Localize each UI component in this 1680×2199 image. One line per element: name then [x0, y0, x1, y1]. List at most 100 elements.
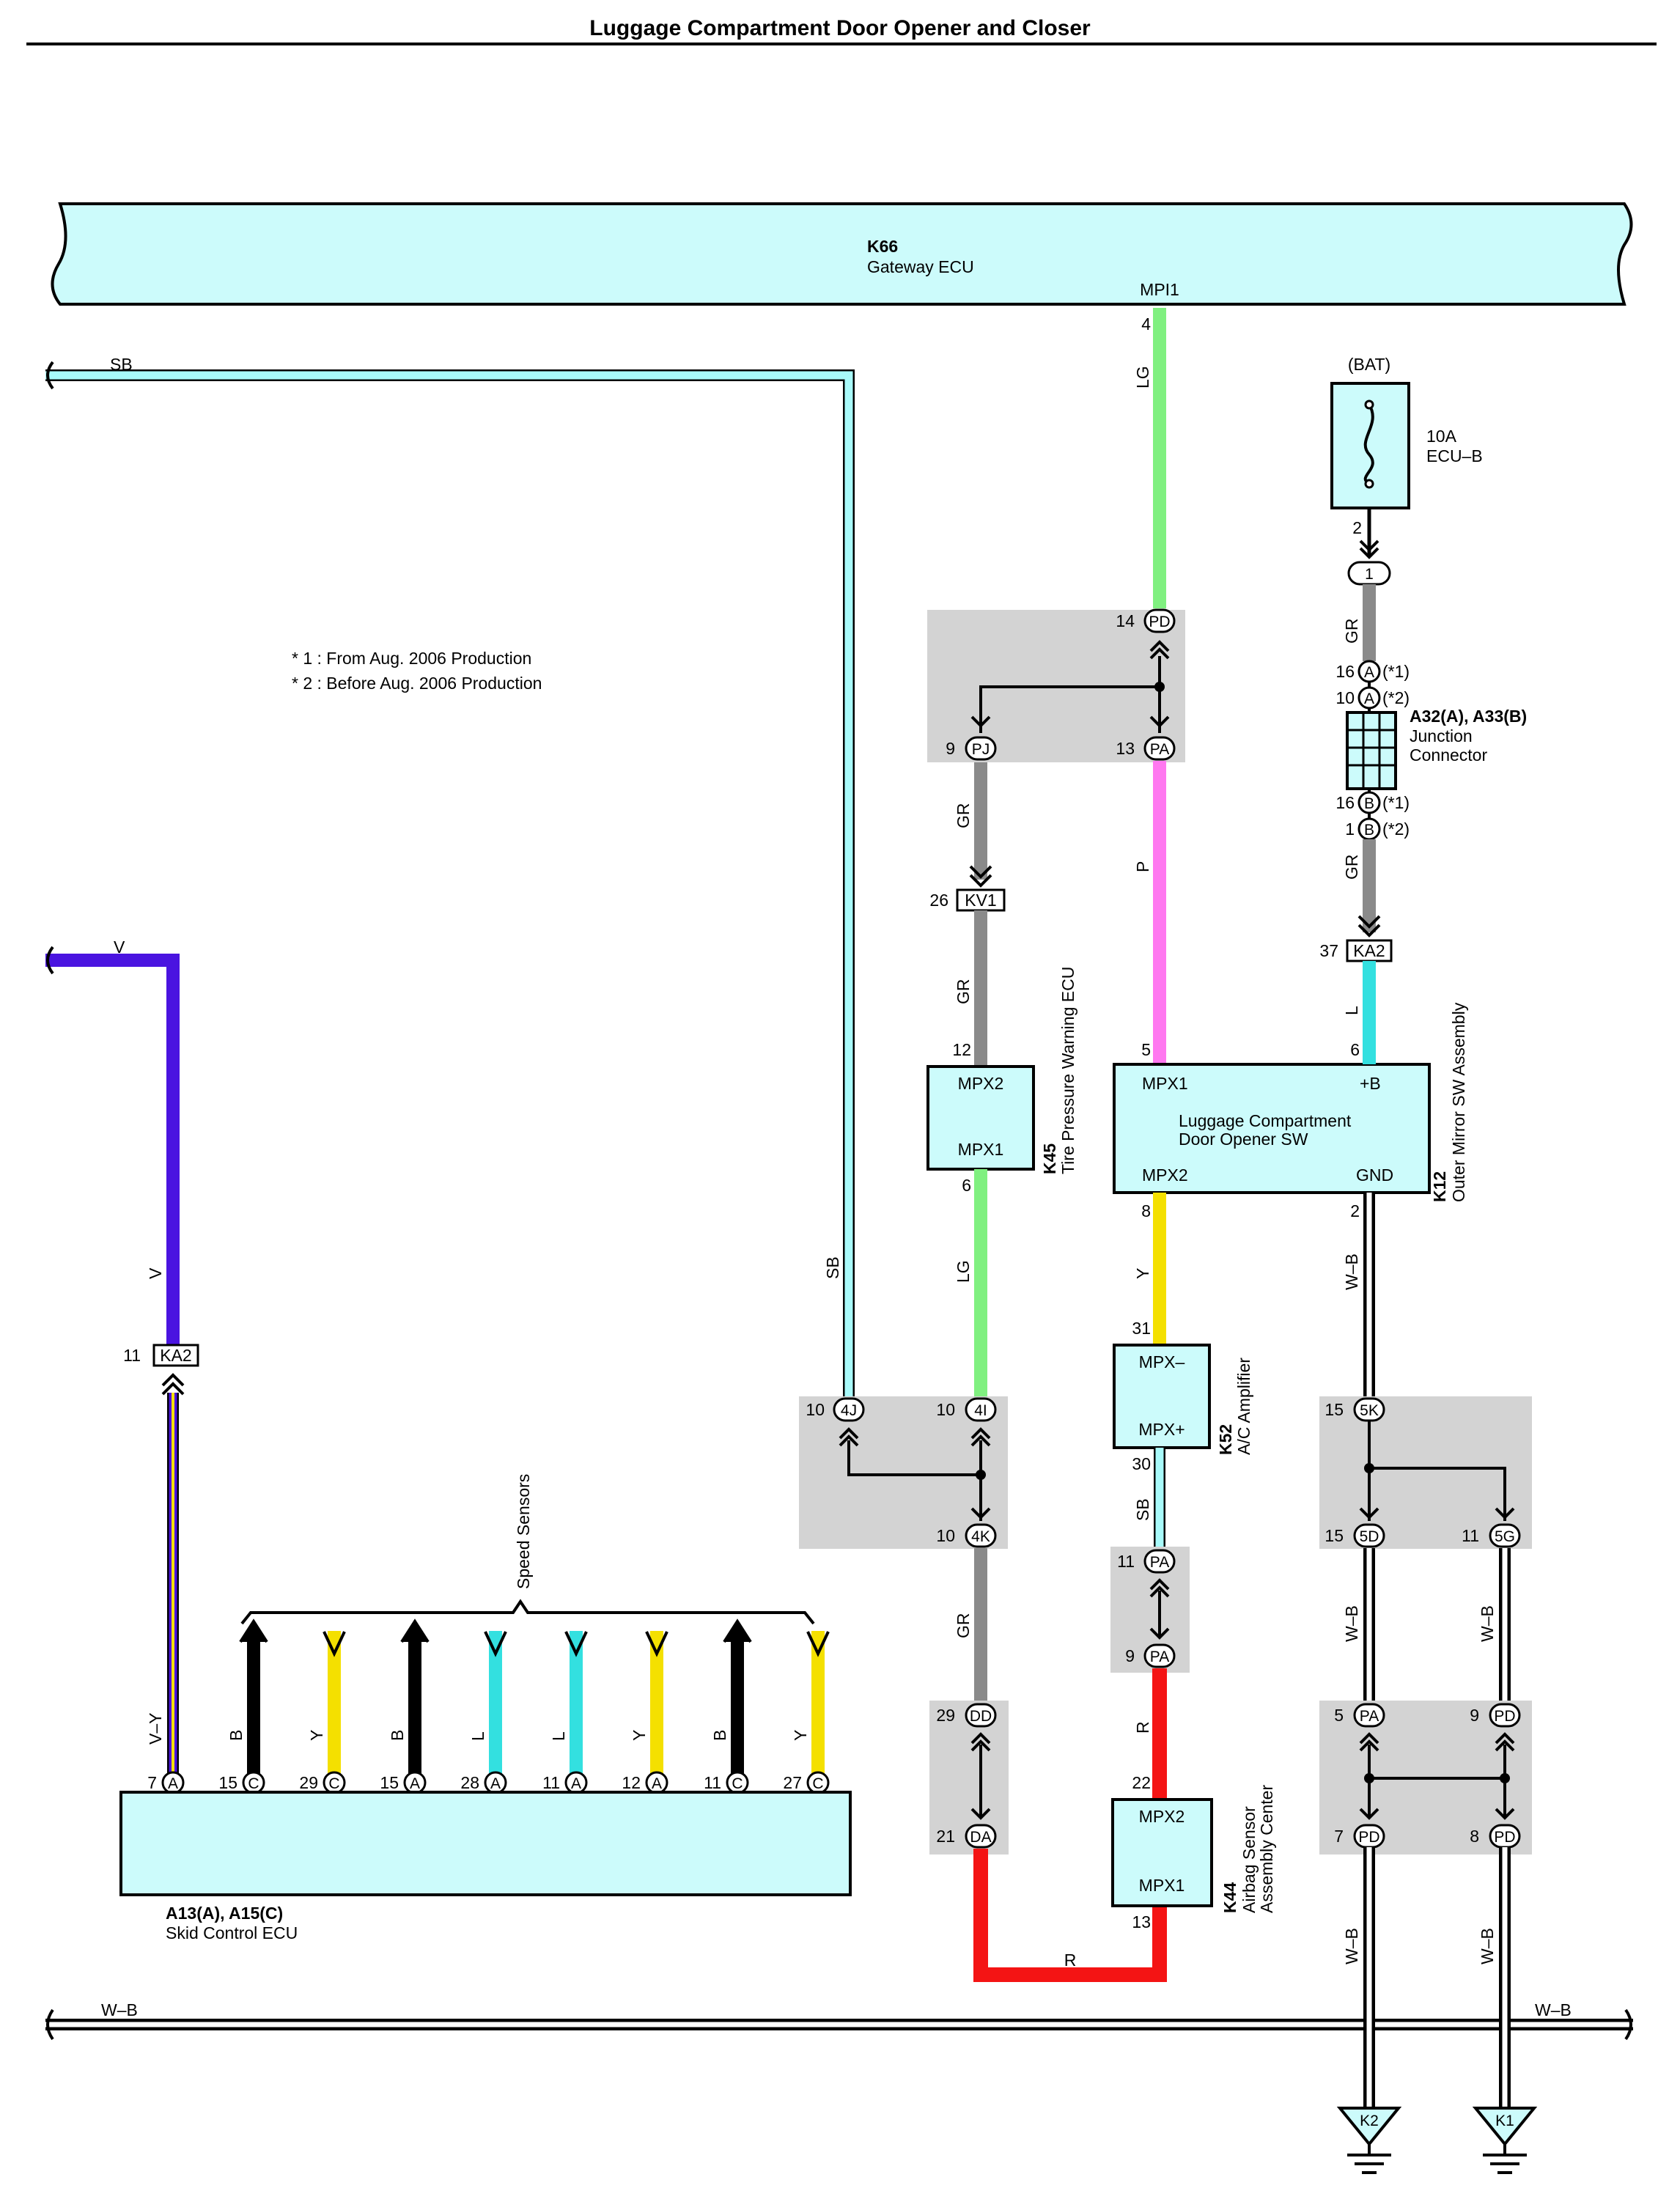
connector-pd-top-label: PD: [1149, 614, 1170, 630]
wire-label-lg-mid: LG: [954, 1260, 973, 1283]
connector-5g-label: 5G: [1495, 1528, 1515, 1545]
opener-name: Outer Mirror SW Assembly: [1449, 1002, 1468, 1202]
connector-da: [965, 1824, 997, 1849]
wire-label-v-mid: V: [146, 1267, 165, 1279]
fuse-pin: 2: [1352, 518, 1362, 537]
connector-pa-top-label: PA: [1150, 741, 1169, 758]
ac-pin-bot-num: 30: [1132, 1454, 1151, 1473]
ground-k1-label: K1: [1495, 2113, 1514, 2129]
connector-pd-top-num: 14: [1116, 611, 1135, 630]
opener-pin-mpx2: MPX2: [1142, 1165, 1188, 1185]
connector-kv1-label: KV1: [965, 891, 996, 910]
wire-label-gr-jc: GR: [1342, 619, 1361, 644]
skid-pin-num: 29: [299, 1773, 318, 1792]
sensor-wire-label: B: [388, 1730, 407, 1741]
wire-label-gr-4k: GR: [954, 1613, 973, 1639]
wire-label-wb-8: W–B: [1478, 1928, 1497, 1964]
jc-grid: [1347, 712, 1396, 789]
splice-dot-pd: [1154, 682, 1165, 692]
fuse-name: ECU–B: [1426, 446, 1483, 465]
skid-pin-num: 11: [542, 1773, 560, 1792]
wire-label-gr-jc2: GR: [1342, 855, 1361, 880]
arrow-ka2-left: [161, 1373, 185, 1396]
connector-kv1-num: 26: [929, 891, 948, 910]
connector-pa-9-num: 9: [1125, 1646, 1135, 1665]
arrows-pd-bottom: [1359, 1808, 1515, 1820]
wire-wb-ground: [1366, 1847, 1508, 2110]
splice-dot-pa: [1364, 1773, 1374, 1783]
ac-pin-top-num: 31: [1132, 1319, 1151, 1338]
connector-pd-9: [1489, 1703, 1521, 1728]
connector-da-num: 21: [936, 1827, 955, 1846]
jc-row-2-conn: B: [1364, 795, 1374, 812]
sensor-arrow-out: [323, 1631, 346, 1657]
ground-k1-earth: [1483, 2144, 1527, 2174]
wire-label-r-pa: R: [1133, 1721, 1152, 1734]
connector-4i-num: 10: [936, 1400, 955, 1419]
connector-4i: [965, 1397, 997, 1422]
connector-4j: [833, 1397, 865, 1422]
speed-sensors-brace: [240, 1599, 815, 1625]
skid-pin-conn: C: [812, 1775, 823, 1792]
gateway-name: Gateway ECU: [867, 257, 974, 276]
wire-label-wb-7: W–B: [1342, 1928, 1361, 1964]
opener-pin-b: +B: [1360, 1074, 1381, 1093]
fuse-icon: [1363, 403, 1374, 485]
connector-pd-7-label: PD: [1358, 1829, 1379, 1846]
arrow-fuse: [1359, 539, 1379, 559]
sensor-arrow-out: [564, 1631, 588, 1657]
connector-5g: [1489, 1523, 1521, 1548]
wire-label-gr-kv1: GR: [954, 979, 973, 1005]
fuse-terminal-top: [1364, 399, 1374, 410]
connector-4i-label: 4I: [974, 1402, 987, 1419]
fuse-terminal-bottom: [1364, 479, 1374, 489]
sensor-wire-label: L: [468, 1731, 487, 1741]
connector-dd-label: DD: [970, 1708, 992, 1725]
skid-pin-conn: C: [248, 1775, 259, 1792]
skid-pin-num: 27: [783, 1773, 802, 1792]
tpw-pin-top-name: MPX2: [958, 1074, 1004, 1093]
connector-dd: [965, 1703, 997, 1728]
opener-pin-gnd: GND: [1356, 1165, 1393, 1185]
arrow-kv1: [969, 865, 992, 888]
ac-name: A/C Amplifier: [1234, 1358, 1253, 1455]
gateway-ecu-box: [51, 202, 1633, 306]
diagram-title: Luggage Compartment Door Opener and Clos…: [589, 16, 1091, 40]
connector-5d-label: 5D: [1360, 1528, 1379, 1545]
opener-pin-mpx2-num: 8: [1141, 1201, 1151, 1220]
connector-jc-1-label: 1: [1365, 566, 1374, 583]
jc-row-3-pin: 1: [1345, 819, 1355, 839]
opener-sw-box: [1113, 1063, 1431, 1194]
arrows-4j-4i: [839, 1427, 991, 1447]
connector-pd-7-num: 7: [1334, 1827, 1344, 1846]
airbag-name-1: Airbag Sensor: [1239, 1806, 1259, 1913]
arrows-5d-5g: [1359, 1507, 1515, 1520]
sensor-wire-label: Y: [307, 1730, 326, 1741]
wire-sb: [45, 371, 853, 1396]
jc-row-1-conn: A: [1364, 690, 1374, 707]
jc-row-0-note: (*1): [1382, 662, 1410, 681]
connector-5g-num: 11: [1462, 1526, 1479, 1545]
fuse-rating: 10A: [1426, 427, 1457, 446]
jc-row-2-pin: 16: [1335, 793, 1355, 812]
wire-r-bottom: [973, 1849, 1167, 1982]
wire-label-y: Y: [1133, 1268, 1152, 1279]
skid-pin-conn: A: [410, 1775, 420, 1792]
sensor-wire-label: Y: [630, 1730, 649, 1741]
wire-wb-ground-outline: [1363, 1847, 1511, 2110]
tpw-ecu-box: [926, 1065, 1035, 1171]
skid-name: Skid Control ECU: [166, 1923, 298, 1942]
opener-pin-gnd-num: 2: [1350, 1201, 1360, 1220]
arrows-pa-pd-top: [1359, 1732, 1515, 1752]
tpw-code: K45: [1040, 1143, 1059, 1174]
connector-pa-9-label: PA: [1150, 1649, 1169, 1665]
sensor-arrow-in: [723, 1618, 752, 1643]
skid-pin-conn: A: [168, 1775, 178, 1792]
connector-4k-num: 10: [936, 1526, 955, 1545]
opener-title-1: Luggage Compartment: [1179, 1111, 1352, 1130]
airbag-pin-bot-num: 13: [1132, 1912, 1151, 1931]
wire-v: [45, 954, 180, 1345]
airbag-sensor-box: [1111, 1798, 1213, 1907]
connector-4k: [965, 1523, 997, 1548]
wire-label-lg-top: LG: [1133, 366, 1152, 388]
